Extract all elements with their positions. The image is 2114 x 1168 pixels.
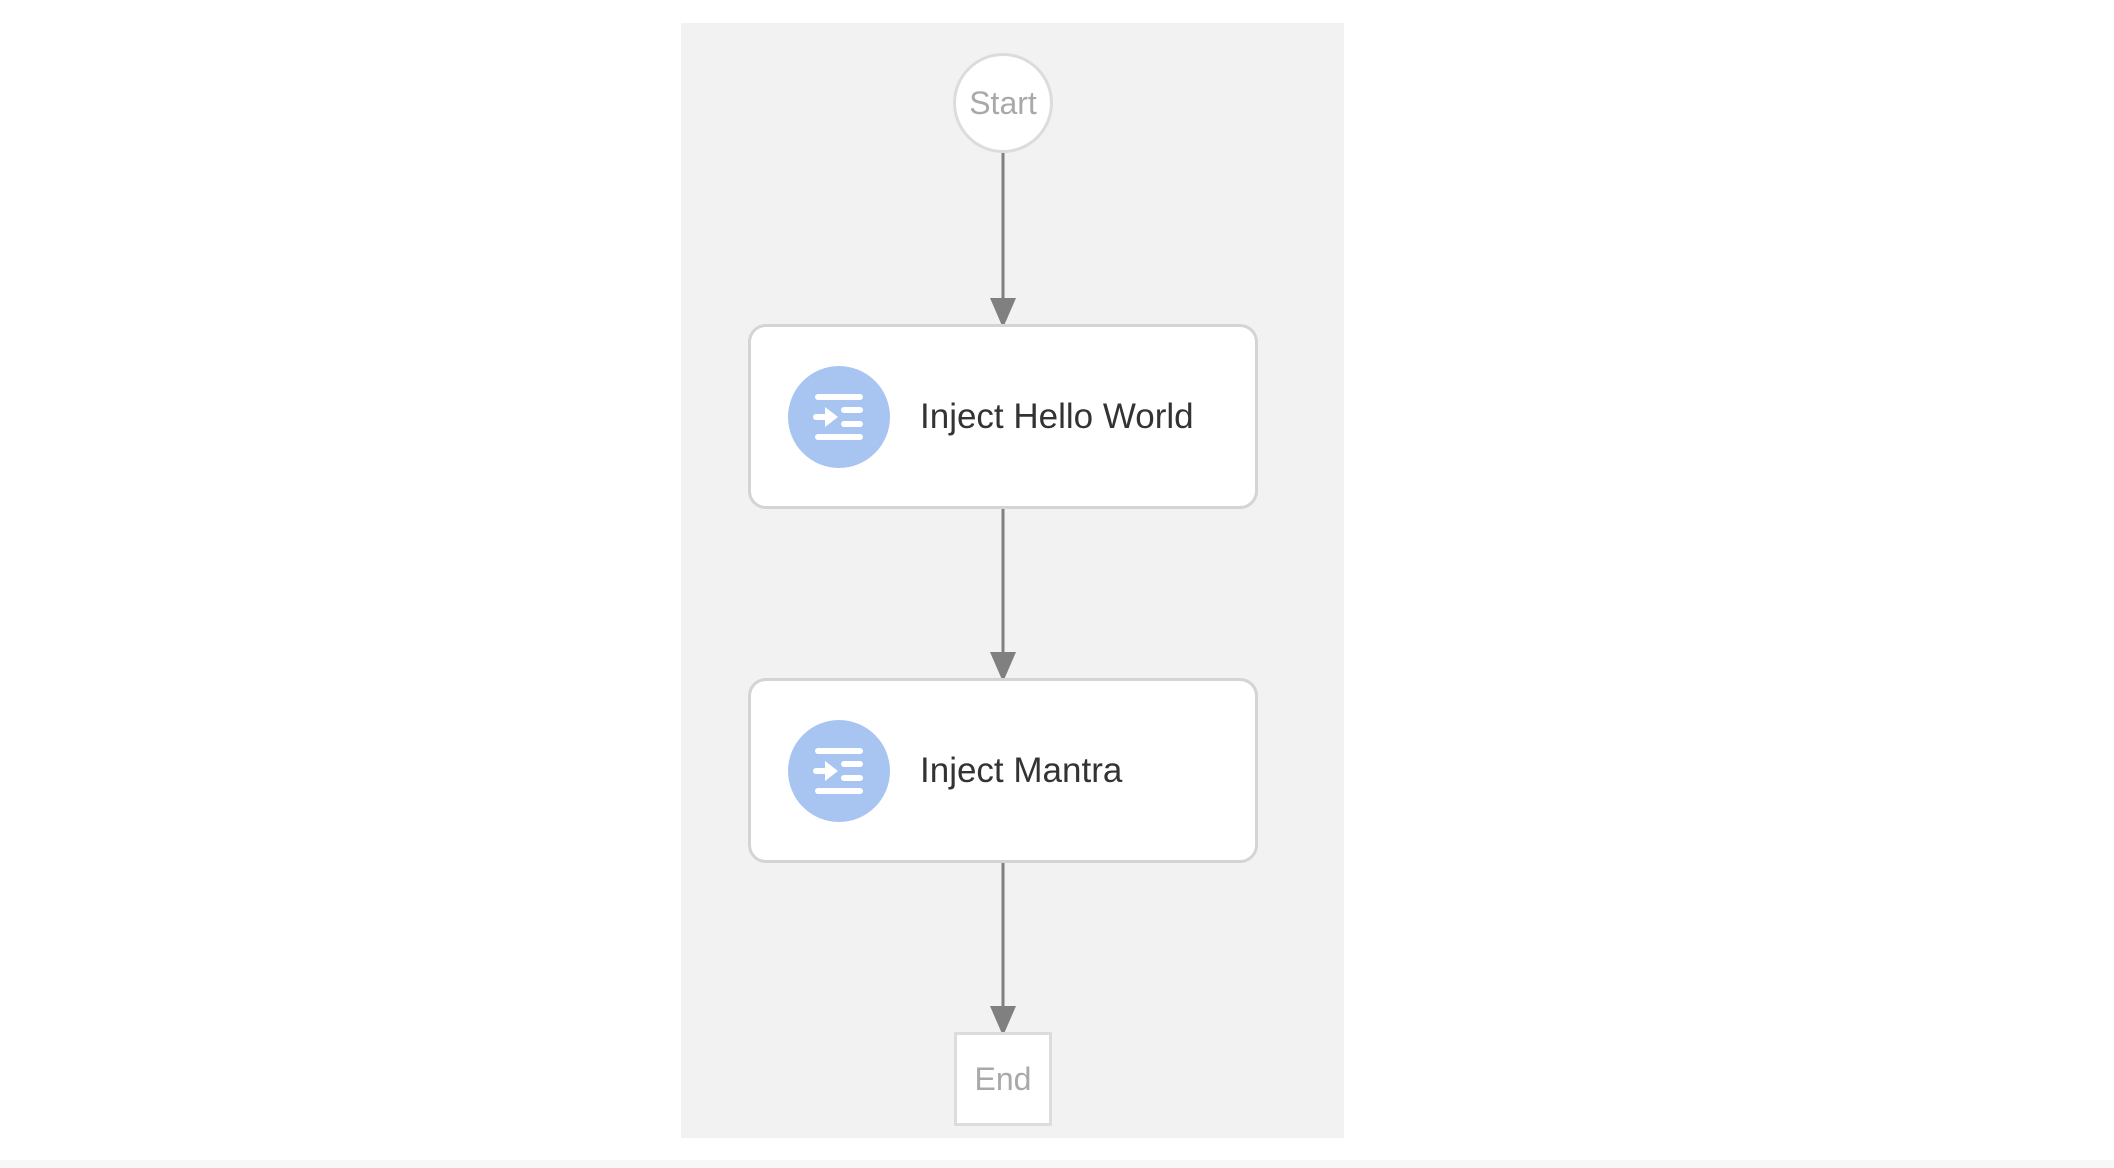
step-node-inject-hello-world[interactable]: Inject Hello World — [748, 324, 1258, 509]
step-label: Inject Hello World — [920, 396, 1194, 436]
bottom-strip — [0, 1160, 2114, 1168]
workflow-canvas — [681, 23, 1344, 1138]
start-label: Start — [969, 84, 1037, 121]
inject-icon — [788, 719, 890, 822]
end-label: End — [974, 1060, 1032, 1097]
start-node[interactable]: Start — [953, 53, 1053, 153]
inject-icon — [788, 365, 890, 468]
step-node-inject-mantra[interactable]: Inject Mantra — [748, 678, 1258, 863]
step-label: Inject Mantra — [920, 750, 1123, 790]
end-node[interactable]: End — [954, 1032, 1052, 1126]
